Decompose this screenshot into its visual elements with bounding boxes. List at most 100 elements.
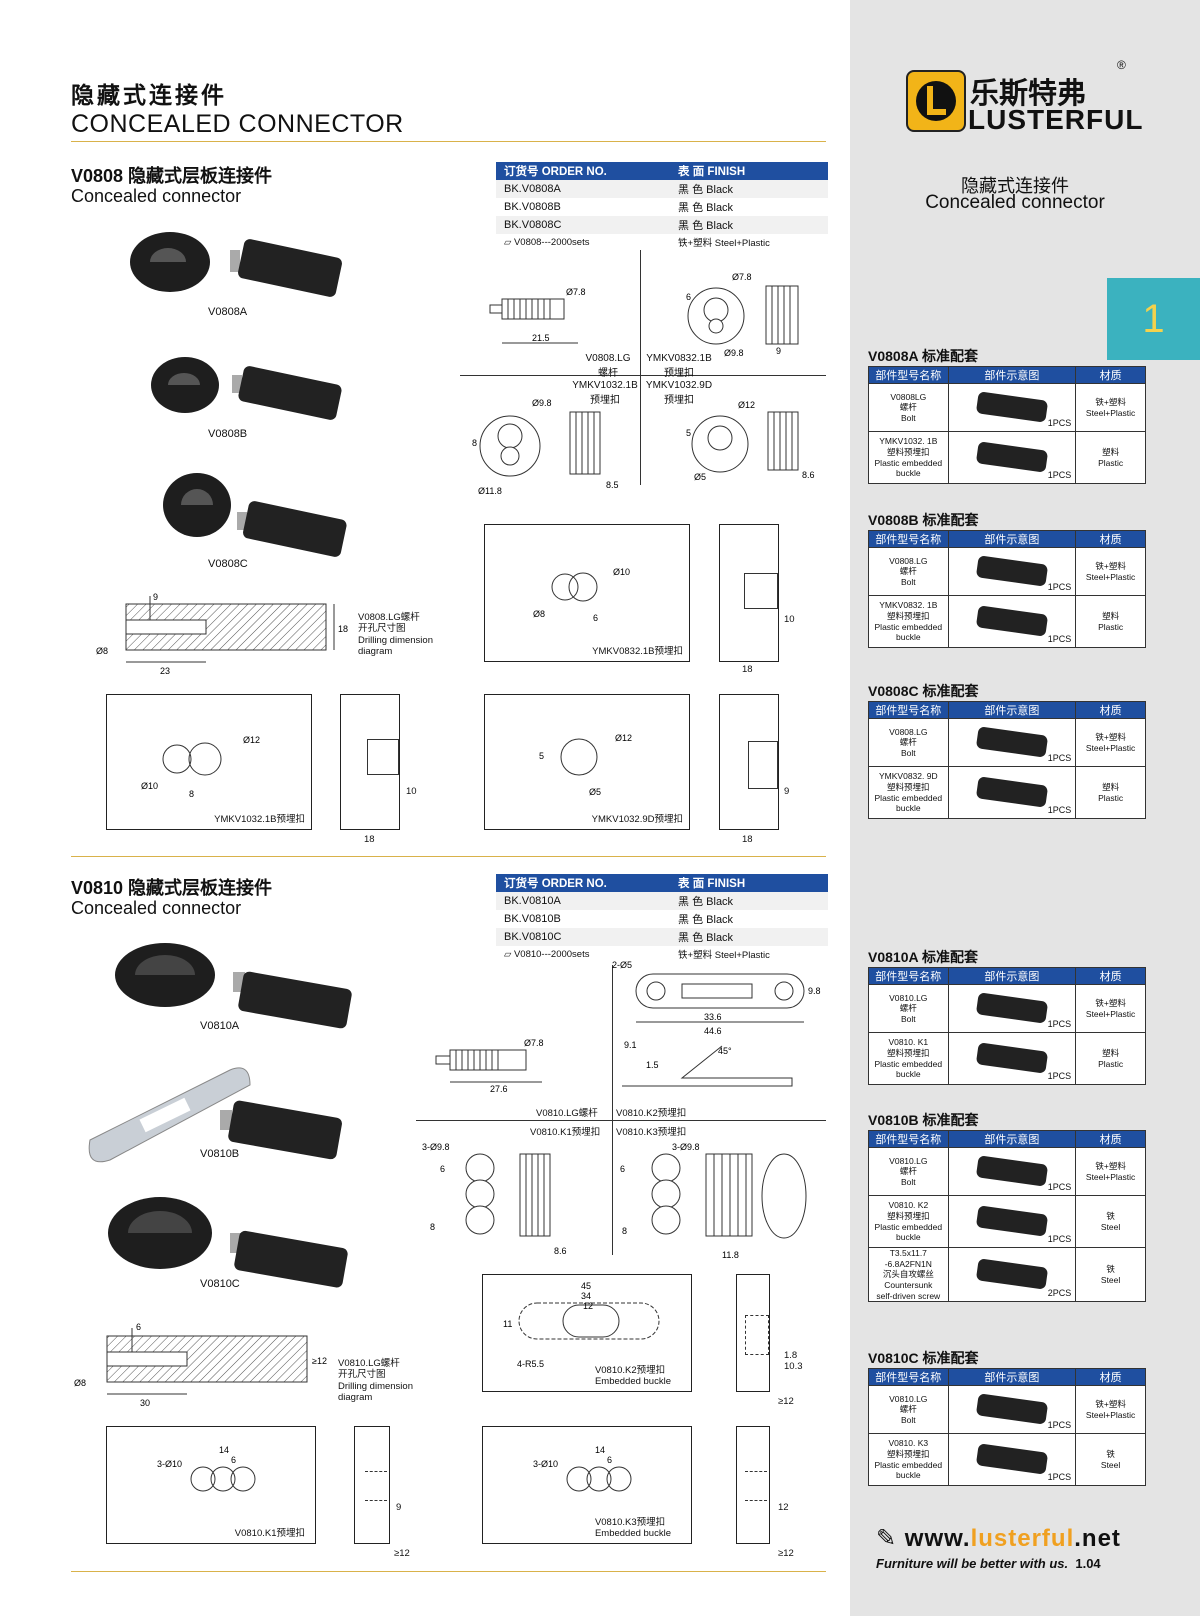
dim-label: Ø11.8: [478, 486, 502, 494]
kit-title: V0810B 标准配套: [868, 1112, 979, 1128]
dim-label: 6: [686, 292, 691, 302]
product-label: V0808C: [208, 558, 248, 570]
brand-name-en: LUSTERFUL: [968, 104, 1144, 135]
dim-label: 4-R5.5: [517, 1359, 544, 1369]
dim-label: 6: [440, 1164, 445, 1174]
dim-label: 9: [153, 592, 158, 602]
page-title-cn: 隐藏式连接件: [71, 82, 227, 108]
dim-label: 34: [581, 1291, 591, 1301]
dim-label: 6: [607, 1455, 612, 1465]
tagline: Furniture will be better with us. 1.04: [876, 1556, 1101, 1571]
page-title-en: CONCEALED CONNECTOR: [71, 110, 404, 138]
registered-mark: ®: [1117, 58, 1126, 72]
dim-label: Ø9.8: [724, 348, 744, 357]
side-view: [736, 1426, 770, 1544]
kit-title: V0810C 标准配套: [868, 1350, 979, 1366]
buckle-drawing-1032-9d: Ø12 5 Ø5 8.6: [686, 400, 815, 482]
product-image-v0808c: [163, 473, 347, 557]
dim-label: ≥12: [312, 1356, 327, 1366]
part-caption: V0810.K3预埋扣: [616, 1127, 687, 1138]
part-image: 1PCS: [947, 1433, 1077, 1486]
k1-hole-diagram: 3-Ø10 14 6 V0810.K1预埋扣: [106, 1426, 316, 1544]
part-image: 1PCS: [947, 1032, 1077, 1085]
dim-label: 33.6: [704, 1012, 722, 1022]
bolt-drawing: Ø7.8 21.5: [489, 287, 586, 344]
product-image-v0810c: [108, 1197, 348, 1288]
dim-label: Ø9.8: [532, 398, 552, 408]
drilling-diagram-v0810: 6 Ø8 30 ≥12: [74, 1322, 327, 1408]
dim-label: 14: [219, 1445, 229, 1455]
product-label: V0810B: [200, 1148, 240, 1160]
section-title-v0810: V0810 隐藏式层板连接件: [71, 878, 273, 898]
dim-label: 1.5: [646, 1060, 659, 1070]
dim-label: 11.8: [722, 1250, 739, 1260]
part-image: 2PCS: [947, 1246, 1077, 1303]
product-image-v0808a: [130, 232, 342, 297]
dim-label: 8.6: [802, 470, 815, 480]
k2-plate-drawing: 2-Ø5 33.6 44.6 9.8 9.1 1.5 45°: [612, 960, 821, 1087]
dim-label: 8: [622, 1226, 627, 1236]
part-image: 1PCS: [947, 431, 1077, 484]
dim-label: 8: [472, 438, 477, 448]
dim-label: 45°: [718, 1046, 732, 1056]
side-view: [719, 694, 779, 830]
dim-label: Ø5: [589, 787, 601, 797]
dim-label: 45: [581, 1281, 591, 1291]
dim-label: Ø8: [74, 1378, 86, 1388]
section-subtitle-v0810: Concealed connector: [71, 898, 242, 918]
dim-label: 6: [593, 613, 598, 623]
dim-label: 3-Ø9.8: [422, 1142, 450, 1152]
dim-label: 27.6: [490, 1084, 508, 1094]
k1-buckle-drawing: 3-Ø9.8 6 8 8.6: [422, 1142, 567, 1256]
divider: [71, 856, 826, 857]
dim-label: 9: [396, 1502, 402, 1513]
product-image-v0810a: [115, 943, 352, 1029]
product-image-v0808b: [151, 357, 342, 420]
dim-label: Ø10: [141, 781, 158, 791]
brand-name-cn: 乐斯特弗: [970, 78, 1087, 110]
dim-label: Ø7.8: [732, 272, 752, 282]
dim-label: ≥12: [394, 1548, 410, 1559]
box-icon: ▱: [504, 948, 514, 960]
product-label: V0810C: [200, 1278, 240, 1290]
part-image: 1PCS: [947, 718, 1077, 767]
part-caption: V0810.LG螺杆: [536, 1108, 598, 1119]
brand-subtitle-en: Concealed connector: [925, 192, 1105, 213]
dim-label: ≥12: [778, 1396, 794, 1407]
dim-label: Ø7.8: [566, 287, 586, 297]
brand-subtitle-cn: 隐藏式连接件: [961, 176, 1069, 196]
dim-label: Ø7.8: [524, 1038, 544, 1048]
dim-label: Ø12: [615, 733, 632, 743]
dim-label: 12: [778, 1502, 789, 1513]
dim-label: 18: [338, 624, 348, 634]
dim-label: 8.6: [554, 1246, 567, 1256]
kit-title: V0808C 标准配套: [868, 683, 979, 699]
website[interactable]: ✎ www.lusterful.net: [876, 1525, 1121, 1552]
part-image: 1PCS: [947, 1195, 1077, 1248]
dim-label: 3-Ø9.8: [672, 1142, 700, 1152]
